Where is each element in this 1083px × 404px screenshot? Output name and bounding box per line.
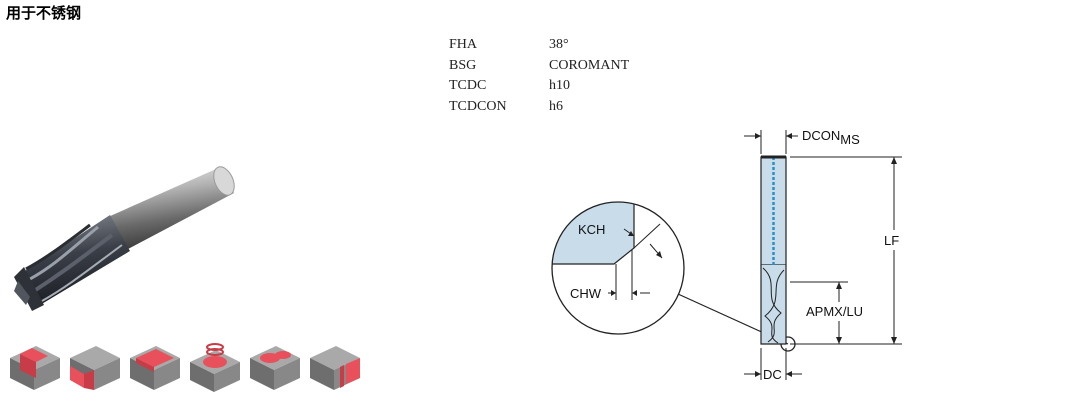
- spec-row-fha: FHA 38°: [449, 35, 669, 56]
- tool-outline: [760, 155, 787, 345]
- spec-row-tcdcon: TCDCON h6: [449, 97, 669, 118]
- dimension-drawing: KCH CHW DCONMS LF APMX/LU DC: [551, 128, 902, 382]
- spec-key: TCDCON: [449, 98, 507, 114]
- spec-row-bsg: BSG COROMANT: [449, 56, 669, 77]
- chw-label: CHW: [570, 286, 602, 301]
- spec-table: FHA 38° BSG COROMANT TCDC h10 TCDCON h6: [449, 35, 669, 117]
- kch-label: KCH: [578, 222, 605, 237]
- spec-value: h10: [549, 78, 570, 93]
- spec-key: FHA: [449, 37, 478, 52]
- spec-value: COROMANT: [549, 57, 630, 73]
- shoulder-milling-icon: [70, 346, 120, 390]
- dcon-label: DCONMS: [802, 128, 860, 147]
- spec-row-tcdc: TCDC h10: [449, 76, 669, 97]
- slotting-icon: [10, 346, 60, 390]
- detail-view: KCH CHW: [551, 201, 685, 335]
- operations-row: [6, 338, 363, 394]
- end-mill-photo: [14, 166, 235, 311]
- helical-interpolation-icon: [190, 343, 240, 392]
- spec-key: BSG: [449, 57, 477, 73]
- spec-key: TCDC: [449, 78, 487, 93]
- spec-value: 38°: [549, 37, 569, 52]
- spec-value: h6: [549, 98, 563, 114]
- dc-label: DC: [763, 367, 782, 382]
- profile-milling-icon: [130, 346, 180, 390]
- apmx-label: APMX/LU: [806, 304, 863, 319]
- pocketing-icon: [250, 346, 300, 390]
- side-milling-icon: [310, 346, 360, 390]
- lf-label: LF: [884, 233, 899, 248]
- page-title: 用于不锈钢: [6, 4, 82, 22]
